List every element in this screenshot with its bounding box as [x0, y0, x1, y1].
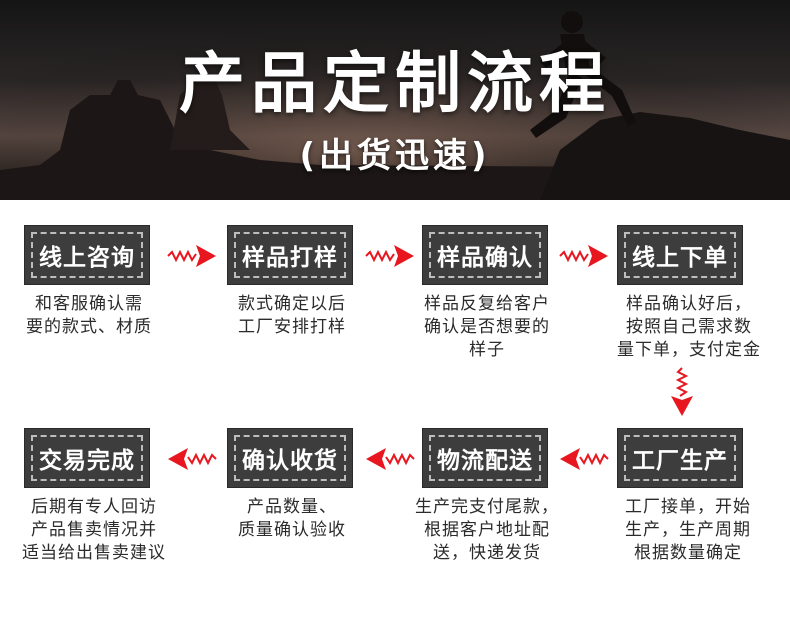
step-box-logistics: 物流配送: [422, 428, 548, 488]
step-desc-factory-production: 工厂接单，开始 生产，生产周期 根据数量确定: [625, 497, 751, 563]
arrow-left-icon: [168, 448, 217, 470]
arrow-left-icon: [366, 448, 415, 470]
step-label: 样品确认: [437, 245, 533, 271]
page-subtitle: (出货迅速): [299, 136, 491, 176]
step-label: 确认收货: [242, 448, 338, 474]
arrow-down-icon: [671, 367, 693, 416]
page-title: 产品定制流程: [179, 45, 611, 122]
step-box-sample-confirm: 样品确认: [422, 225, 548, 285]
header-banner: 产品定制流程 (出货迅速): [0, 0, 790, 200]
step-label: 样品打样: [242, 245, 338, 271]
step-desc-confirm-receipt: 产品数量、 质量确认验收: [238, 497, 346, 540]
step-desc-sample-confirm: 样品反复给客户 确认是否想要的 样子: [424, 294, 550, 360]
step-box-sample-making: 样品打样: [227, 225, 353, 285]
arrow-right-icon: [559, 245, 608, 267]
step-desc-sample-making: 款式确定以后 工厂安排打样: [238, 294, 346, 337]
step-box-online-order: 线上下单: [617, 225, 743, 285]
step-box-deal-complete: 交易完成: [24, 428, 150, 488]
step-box-factory-production: 工厂生产: [617, 428, 743, 488]
arrow-left-icon: [560, 448, 609, 470]
step-desc-deal-complete: 后期有专人回访 产品售卖情况并 适当给出售卖建议: [22, 497, 166, 563]
desert-runner-scene: [0, 0, 790, 200]
step-desc-logistics: 生产完支付尾款， 根据客户地址配 送，快递发货: [415, 497, 559, 563]
step-label: 交易完成: [39, 448, 135, 474]
step-label: 物流配送: [437, 448, 533, 474]
step-box-online-consult: 线上咨询: [24, 225, 150, 285]
arrow-right-icon: [365, 245, 414, 267]
step-label: 工厂生产: [632, 448, 728, 474]
step-label: 线上咨询: [39, 245, 135, 271]
arrow-right-icon: [167, 245, 216, 267]
step-desc-online-consult: 和客服确认需 要的款式、材质: [26, 294, 152, 337]
step-desc-online-order: 样品确认好后， 按照自己需求数 量下单，支付定金: [617, 294, 761, 360]
step-label: 线上下单: [632, 245, 728, 271]
step-box-confirm-receipt: 确认收货: [227, 428, 353, 488]
